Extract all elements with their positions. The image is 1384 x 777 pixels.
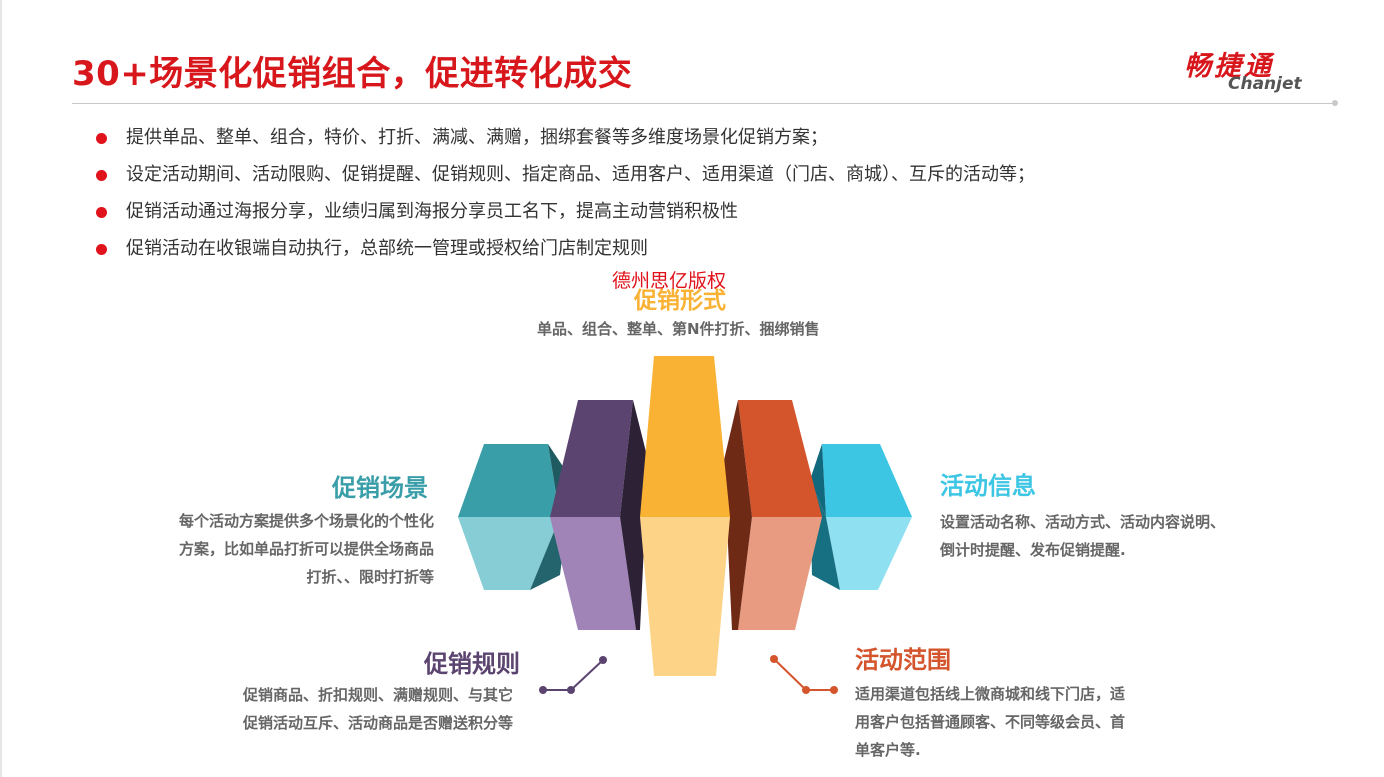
desc-line: 倒计时提醒、发布促销提醒. [940, 541, 1126, 559]
rules-section-desc: 促销商品、折扣规则、满赠规则、与其它 促销活动互斥、活动商品是否赠送积分等 [243, 681, 513, 737]
bullet-text: 提供单品、整单、组合，特价、打折、满减、满赠，捆绑套餐等多维度场景化促销方案； [126, 127, 828, 148]
form-section-title: 促销形式 [634, 288, 726, 314]
bullet-text: 促销活动通过海报分享，业绩归属到海报分享员工名下，提高主动营销积极性 [126, 201, 738, 222]
divider-end-dot [1332, 100, 1338, 106]
bullet-item: 促销活动通过海报分享，业绩归属到海报分享员工名下，提高主动营销积极性 [96, 198, 1035, 235]
cyan-block-side [810, 444, 826, 517]
desc-line: 用客户包括普通顾客、不同等级会员、首 [855, 713, 1126, 731]
info-section-title: 活动信息 [940, 472, 1036, 500]
range-section-desc: 适用渠道包括线上微商城和线下门店，适 用客户包括普通顾客、不同等级会员、首 单客… [855, 680, 1125, 764]
header-divider [72, 103, 1334, 104]
range-connector-icon [770, 655, 838, 694]
purple-block-side [620, 400, 648, 630]
logo-english-text: Chanjet [1228, 74, 1302, 94]
yellow-block-bottom [640, 517, 730, 676]
desc-line: 单客户等. [855, 741, 921, 759]
rules-connector-icon [539, 656, 607, 694]
bullet-item: 设定活动期间、活动限购、促销提醒、促销规则、指定商品、适用客户、适用渠道（门店、… [96, 161, 1035, 198]
bullet-dot-icon [96, 133, 107, 144]
info-section-desc: 设置活动名称、活动方式、活动内容说明、 倒计时提醒、发布促销提醒. [940, 508, 1225, 564]
yellow-block-top [640, 356, 730, 517]
bullet-text: 促销活动在收银端自动执行，总部统一管理或授权给门店制定规则 [126, 238, 648, 259]
feature-bullet-list: 提供单品、整单、组合，特价、打折、满减、满赠，捆绑套餐等多维度场景化促销方案； … [96, 124, 1035, 272]
cyan-block-top [822, 444, 912, 517]
desc-line: 促销商品、折扣规则、满赠规则、与其它 [243, 686, 514, 704]
chanjet-logo: 畅捷通 Chanjet [1180, 44, 1320, 94]
desc-line: 促销活动互斥、活动商品是否赠送积分等 [243, 714, 514, 732]
bullet-item: 提供单品、整单、组合，特价、打折、满减、满赠，捆绑套餐等多维度场景化促销方案； [96, 124, 1035, 161]
orange-block-bottom [738, 517, 822, 630]
rules-section-title: 促销规则 [424, 650, 520, 678]
bullet-dot-icon [96, 244, 107, 255]
teal-block-top [458, 444, 560, 517]
logo-chinese-text: 畅捷通 [1184, 51, 1274, 82]
desc-line: 打折、、限时打折等 [306, 568, 434, 586]
teal-block-bottom [458, 517, 560, 590]
cyan-block-bottom [826, 517, 912, 590]
copyright-watermark: 德州思亿版权 [612, 270, 727, 292]
desc-line: 每个活动方案提供多个场景化的个性化 [178, 512, 434, 530]
orange-block-side [724, 400, 752, 630]
bullet-dot-icon [96, 170, 107, 181]
range-section-title: 活动范围 [855, 646, 951, 674]
page-title: 30+场景化促销组合，促进转化成交 [72, 54, 633, 94]
purple-block-bottom [550, 517, 636, 630]
scene-section-desc: 每个活动方案提供多个场景化的个性化 方案，比如单品打折可以提供全场商品 打折、、… [160, 507, 434, 591]
orange-block-top [738, 400, 822, 517]
bullet-item: 促销活动在收银端自动执行，总部统一管理或授权给门店制定规则 [96, 235, 1035, 272]
left-edge-rule [0, 0, 2, 777]
bullet-dot-icon [96, 207, 107, 218]
desc-line: 适用渠道包括线上微商城和线下门店，适 [855, 685, 1126, 703]
scene-section-title: 促销场景 [332, 474, 428, 502]
desc-line: 设置活动名称、活动方式、活动内容说明、 [940, 513, 1226, 531]
form-section-desc: 单品、组合、整单、第N件打折、捆绑销售 [537, 320, 820, 338]
desc-line: 方案，比如单品打折可以提供全场商品 [178, 540, 434, 558]
purple-block-top [550, 400, 633, 517]
bullet-text: 设定活动期间、活动限购、促销提醒、促销规则、指定商品、适用客户、适用渠道（门店、… [126, 164, 1035, 185]
